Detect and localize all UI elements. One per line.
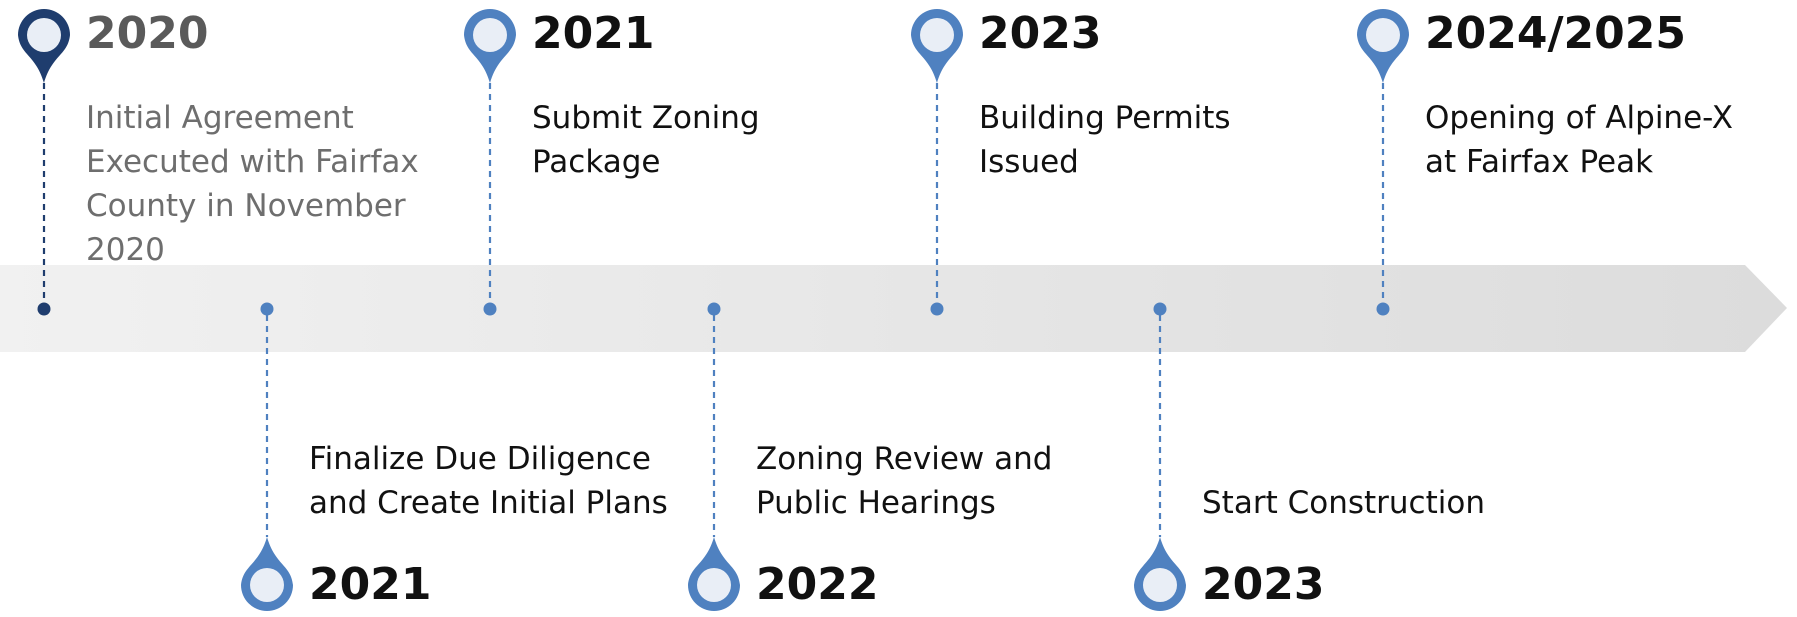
milestone-description: Finalize Due Diligence and Create Initia…	[309, 441, 668, 521]
milestone-dot	[930, 302, 944, 316]
milestone-description: Submit Zoning Package	[532, 100, 760, 180]
map-pin-icon	[1134, 537, 1186, 611]
timeline-arrow	[0, 265, 1787, 352]
map-pin-icon	[18, 9, 70, 83]
milestone-year: 2021	[532, 8, 655, 59]
milestone-description: Building Permits Issued	[979, 100, 1231, 180]
milestone-dot	[1376, 302, 1390, 316]
milestone-dot	[707, 302, 721, 316]
milestone-description: Start Construction	[1202, 485, 1485, 521]
milestone-description: Opening of Alpine-X at Fairfax Peak	[1425, 100, 1734, 180]
milestone-description: Zoning Review and Public Hearings	[756, 441, 1053, 521]
milestone-year: 2024/2025	[1425, 8, 1686, 59]
map-pin-icon	[241, 537, 293, 611]
milestone-dot	[37, 302, 51, 316]
milestone-year: 2023	[979, 8, 1102, 59]
milestone-dot	[260, 302, 274, 316]
map-pin-icon	[688, 537, 740, 611]
map-pin-icon	[1357, 9, 1409, 83]
milestone-year: 2022	[756, 559, 879, 610]
map-pin-icon	[911, 9, 963, 83]
milestone-dot	[1153, 302, 1167, 316]
milestone-description: Initial Agreement Executed with Fairfax …	[86, 100, 419, 268]
milestone-year: 2020	[86, 8, 209, 59]
milestone-dot	[483, 302, 497, 316]
map-pin-icon	[464, 9, 516, 83]
milestone-year: 2023	[1202, 559, 1325, 610]
milestone-year: 2021	[309, 559, 432, 610]
